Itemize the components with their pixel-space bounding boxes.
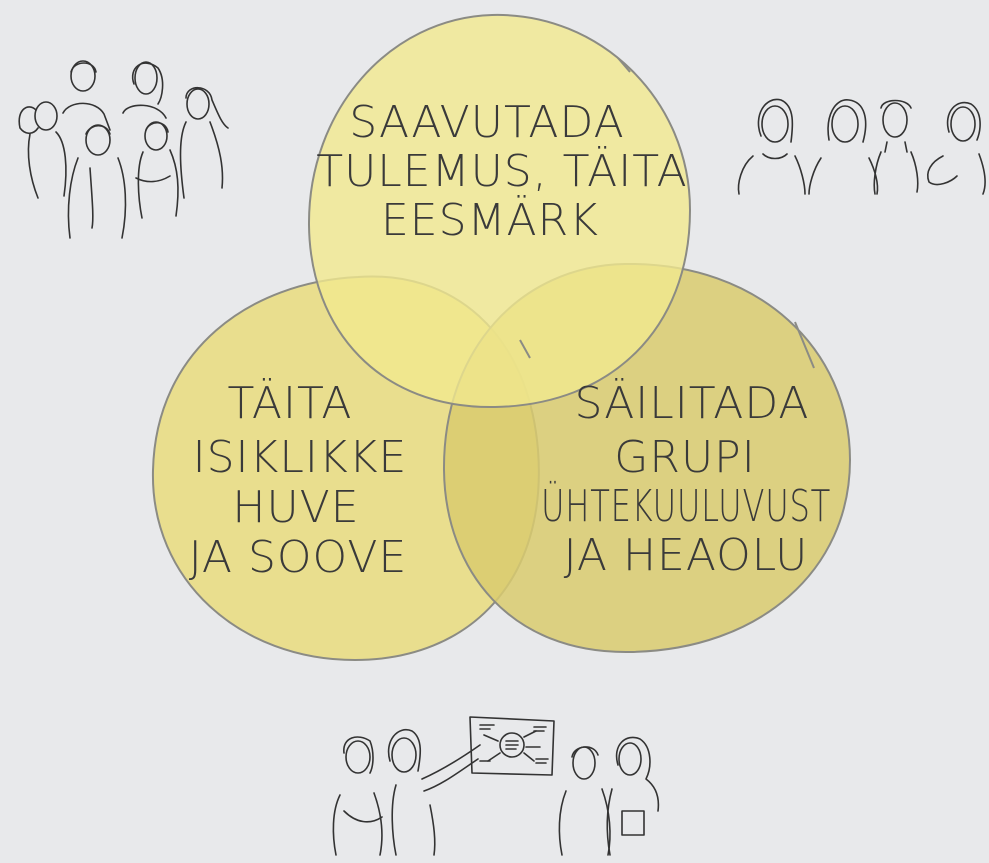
label-left-line-4: JA SOOVE [189,532,408,583]
label-right-line-2: GRUPI [614,432,755,483]
circle-top [307,13,692,409]
presentation-group-icon [332,716,660,856]
people-row-icon [737,98,986,195]
venn-circles [151,13,852,662]
label-top-line-2: TULEMUS, TÄITA [316,145,688,197]
label-left: TÄITA ISIKLIKKE HUVE JA SOOVE [189,377,408,583]
label-left-line-3: HUVE [232,482,359,533]
label-right-line-1: SÄILITADA [574,377,809,429]
label-top: SAAVUTADA TULEMUS, TÄITA EESMÄRK [316,97,688,246]
label-left-line-2: ISIKLIKKE [193,432,408,483]
label-top-line-1: SAAVUTADA [349,97,624,148]
label-right-line-3: ÜHTEKUULUVUST [541,480,831,532]
label-left-line-1: TÄITA [227,377,352,429]
label-right-line-4: JA HEAOLU [564,530,809,581]
people-group-icon [18,60,229,239]
label-top-line-3: EESMÄRK [381,194,599,246]
label-right: SÄILITADA GRUPI ÜHTEKUULUVUST JA HEAOLU [541,377,831,581]
